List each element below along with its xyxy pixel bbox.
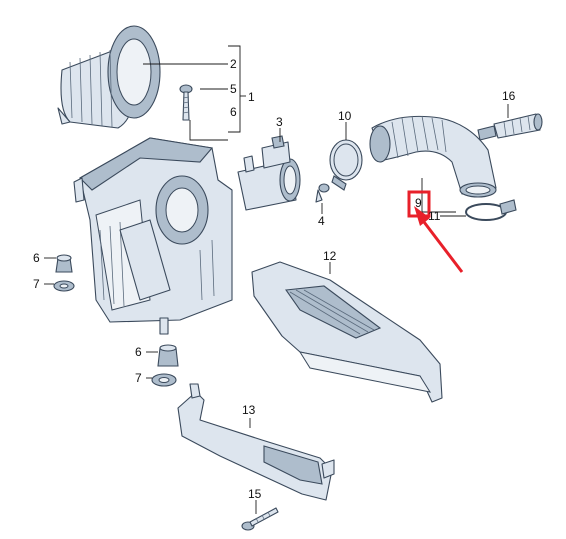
hose-clamp-10	[329, 139, 363, 191]
leader-lines	[44, 45, 509, 514]
callout-9: 9	[415, 196, 422, 210]
screw-15	[241, 507, 279, 531]
callout-6-left: 6	[33, 251, 40, 265]
callout-1: 1	[248, 90, 255, 104]
callout-10: 10	[338, 109, 352, 123]
callout-7-lower: 7	[135, 371, 142, 385]
callout-12: 12	[323, 249, 337, 263]
intake-hose-9	[369, 115, 497, 198]
bolt-4	[315, 183, 330, 203]
callout-5: 5	[230, 82, 237, 96]
air-filter-housing	[73, 137, 233, 335]
callout-numbers: 2 5 1 6 3 10 4 16 9 11 12 6 7 6 7 13 15	[33, 57, 516, 501]
hose-clamp-11	[465, 199, 517, 221]
highlight-annotation	[407, 190, 464, 273]
pipe-16	[477, 113, 543, 141]
callout-11: 11	[428, 209, 441, 223]
screw-5	[179, 84, 193, 121]
callout-6-lower: 6	[135, 345, 142, 359]
callout-7-left: 7	[33, 277, 40, 291]
callout-13: 13	[242, 403, 256, 417]
washer-7-lower	[151, 373, 177, 387]
highlight-arrow-shaft	[422, 221, 464, 273]
rubber-mount-6-lower	[157, 344, 179, 367]
air-filter-element	[57, 25, 161, 129]
callout-4: 4	[318, 214, 325, 228]
rubber-mount-6-left	[55, 254, 73, 273]
washer-7-left	[53, 280, 75, 292]
callout-2: 2	[230, 57, 237, 71]
callout-6: 6	[230, 105, 237, 119]
callout-3: 3	[276, 115, 283, 129]
air-duct-12	[251, 261, 443, 403]
air-mass-meter	[237, 135, 301, 211]
air-guide-13	[177, 383, 335, 501]
callout-15: 15	[248, 487, 262, 501]
highlight-arrow-head	[414, 206, 430, 226]
callout-16: 16	[502, 89, 516, 103]
